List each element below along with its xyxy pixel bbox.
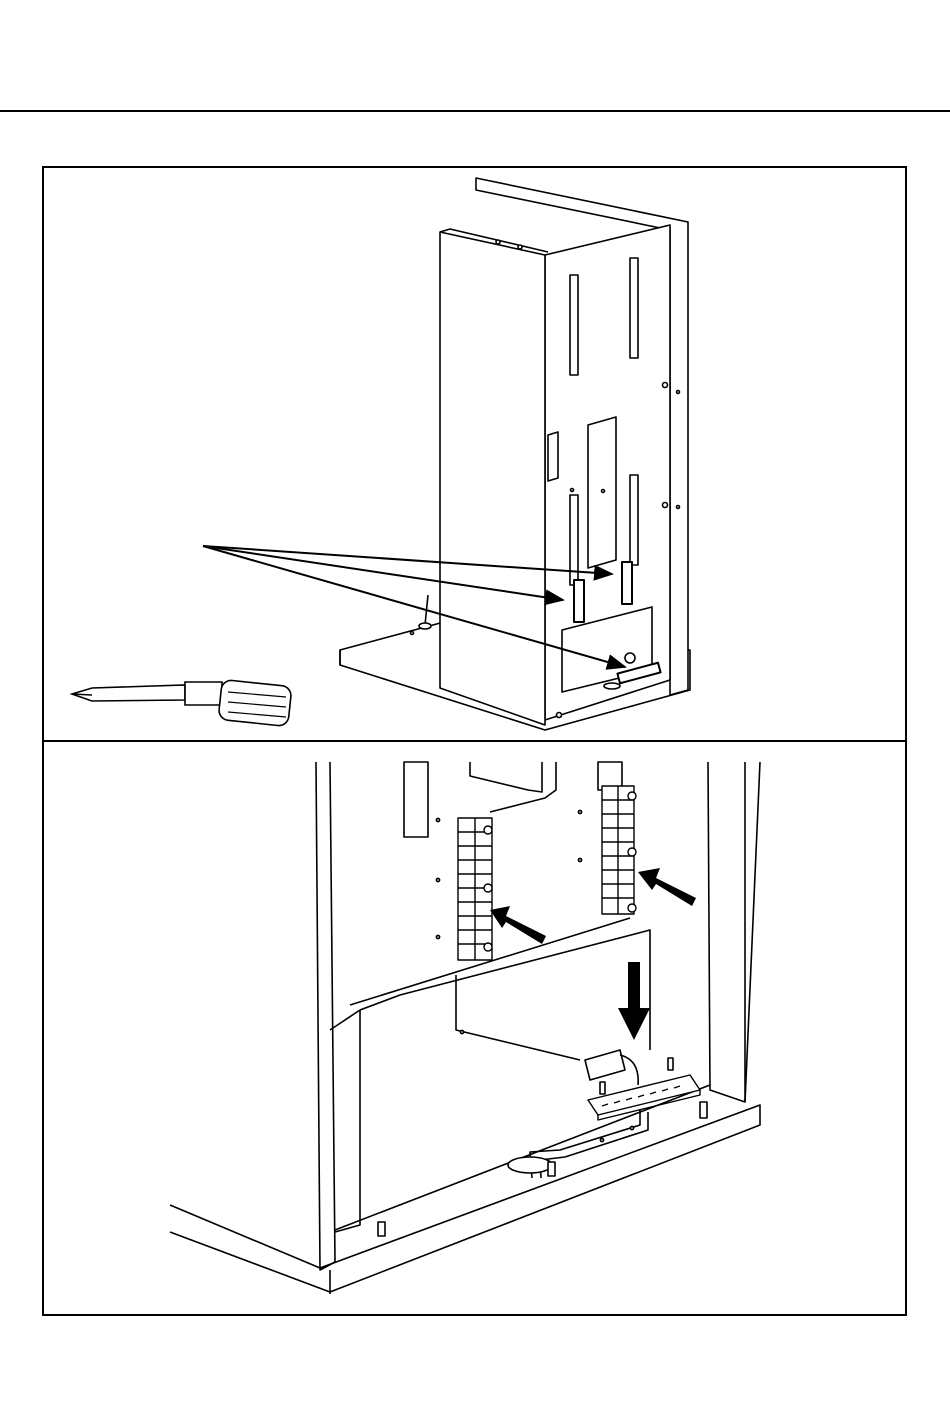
screwdriver-icon bbox=[72, 679, 292, 726]
terminal-block bbox=[458, 818, 492, 960]
detail-panel bbox=[170, 762, 760, 1294]
slot bbox=[630, 258, 638, 358]
pointer-arrows bbox=[490, 868, 696, 1040]
terminal-block bbox=[574, 580, 584, 622]
arrow-icon bbox=[618, 962, 650, 1040]
arrow-icon bbox=[490, 906, 546, 944]
front-panel bbox=[440, 232, 545, 725]
side-wall bbox=[316, 762, 335, 1270]
overview-panel bbox=[340, 178, 690, 730]
slot bbox=[570, 275, 578, 375]
terminal-block bbox=[622, 562, 632, 604]
terminal-block bbox=[602, 786, 636, 914]
base-plate bbox=[170, 1105, 760, 1292]
side-wall bbox=[708, 762, 760, 1102]
arrow-icon bbox=[638, 868, 696, 906]
connector bbox=[585, 1050, 625, 1080]
slot bbox=[630, 475, 638, 565]
slot bbox=[404, 762, 428, 837]
